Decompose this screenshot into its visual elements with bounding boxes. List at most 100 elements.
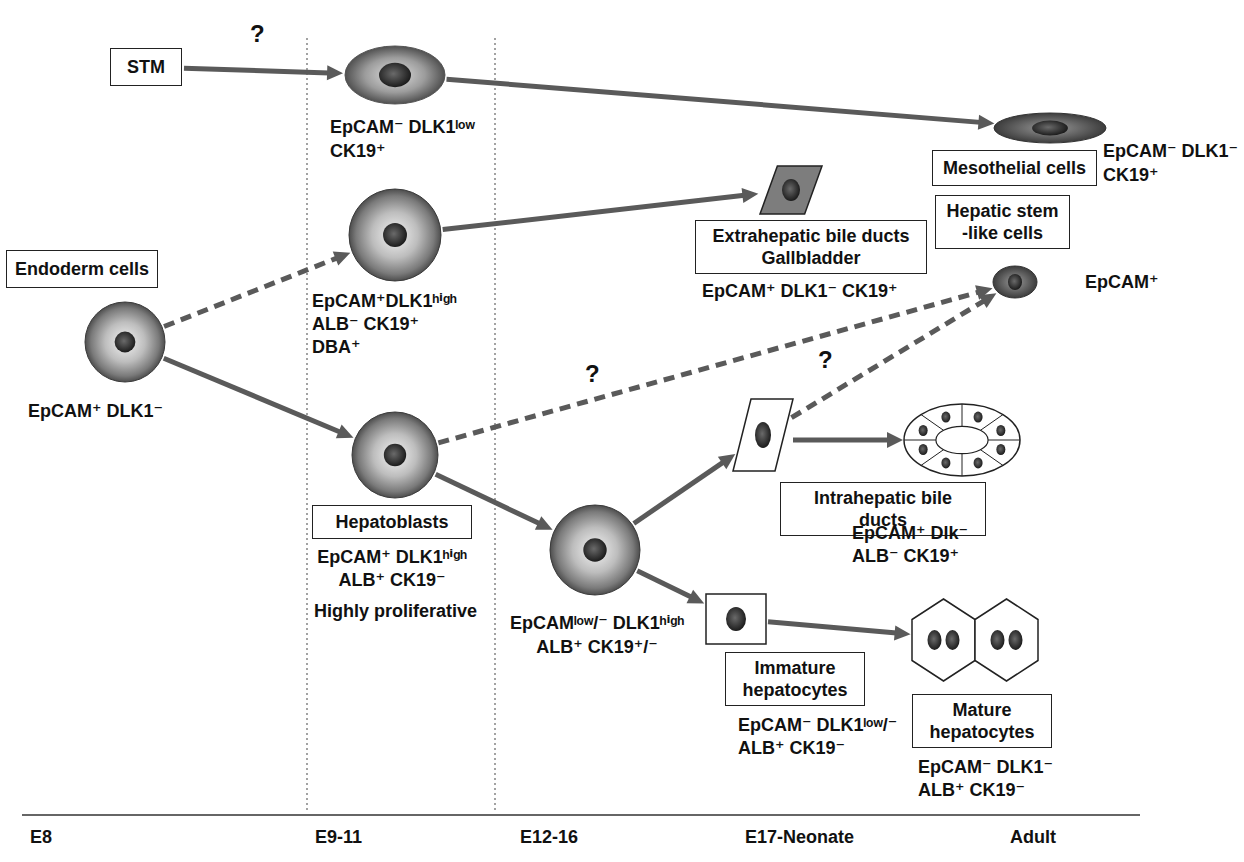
cell-nucleus [919,425,928,436]
stage-label: E9-11 [315,826,362,848]
cell-shape [342,43,448,107]
cell-drawing [85,302,165,382]
arrow-head [978,115,995,130]
cell-group: Immature hepatocytesEpCAM⁻ DLK1ˡᵒʷ/⁻ALB⁺… [703,591,897,759]
cell-nucleus [383,223,407,247]
arrow-head [979,293,997,308]
marker-text: ALB⁺ CK19⁻ [338,569,445,591]
label-box: Hepatoblasts [312,505,472,539]
duct-septum [962,454,963,476]
arrow-head [333,252,351,266]
cell-shape [901,401,1023,479]
stage-label: E12-16 [520,826,578,848]
arrow-line [634,462,724,524]
duct-septum [962,404,963,426]
label-box: Mature hepatocytes [912,694,1052,748]
cell-nucleus [996,425,1005,436]
cell-drawing [912,599,1038,681]
cell-shape [909,596,1041,684]
cell-nucleus [919,444,928,455]
cell-group: Hepatic stem -like cellsEpCAM⁺ [935,195,1159,301]
cell-nucleus [115,332,136,353]
timeline-axis [22,814,1140,816]
cell-group: EpCAM⁻ DLK1ˡᵒʷCK19⁺ [330,43,475,162]
label-box: Immature hepatocytes [725,652,865,706]
duct-septum [921,415,944,431]
stage-label: E8 [30,826,52,848]
cell-shape [990,263,1040,301]
marker-text: EpCAM⁻ DLK1⁻ [1103,140,1238,162]
marker-text: ALB⁺ CK19⁺/⁻ [536,636,658,658]
cell-label: Extrahepatic bile ducts Gallbladder [703,225,919,269]
cell-nucleus [974,457,983,468]
marker-text: CK19⁺ [1103,164,1159,186]
arrow-head [535,516,553,530]
cell-group: Endoderm cellsEpCAM⁺ DLK1⁻ [6,250,168,422]
label-box: Hepatic stem -like cells [935,195,1070,249]
stage-divider [306,38,307,812]
arrow-head [336,425,354,439]
cell-group: Intrahepatic bile ductsEpCAM⁺ Dlk⁻ALB⁻ C… [730,396,1023,567]
cell-label: STM [127,56,165,78]
cell-label: Hepatic stem -like cells [943,200,1062,244]
label-box: Endoderm cells [6,250,158,288]
label-box: Extrahepatic bile ducts Gallbladder [695,220,927,274]
arrow-line [791,301,984,418]
cell-body [550,505,640,595]
cell-group: Extrahepatic bile ducts GallbladderEpCAM… [695,163,927,302]
cell-shape [349,409,441,501]
marker-text: EpCAM⁻ DLK1ˡᵒʷ [330,116,475,138]
internal-arrow [793,438,889,443]
cell-group: Mature hepatocytesEpCAM⁻ DLK1⁻ALB⁺ CK19⁻ [909,596,1053,801]
cell-body [345,46,445,104]
cell-drawing [994,113,1106,143]
cell-nucleus [755,422,771,448]
arrow-connector [447,79,995,130]
cell-nucleus [928,630,942,650]
hepatocyte-body [975,599,1038,681]
marker-text: ALB⁻ CK19⁺ [312,313,419,335]
arrow-connector [768,622,911,641]
cell-body [352,412,438,498]
cell-drawing [550,505,640,595]
cell-nucleus [384,444,406,466]
cell-body [993,266,1037,298]
cell-nucleus [379,63,411,87]
cell-shape [547,502,643,598]
arrow-connector [184,65,343,80]
question-mark: ? [250,20,265,48]
stage-label: E17-Neonate [745,826,854,848]
arrow-head [887,432,903,448]
cell-group: Mesothelial cells EpCAM⁻ DLK1⁻CK19⁺ [932,110,1238,186]
cell-nucleus [991,630,1005,650]
cell-drawing [904,404,1020,476]
cell-shape [757,163,825,217]
label-node: STM [110,48,182,86]
cell-shape [703,591,769,647]
cell-nucleus [974,412,983,423]
cell-drawing [760,166,822,214]
marker-text: EpCAM⁺ DLK1⁻ CK19⁺ [702,280,898,302]
cell-nucleus [726,607,746,631]
stage-label: Adult [1010,826,1056,848]
marker-text: EpCAMˡᵒʷ/⁻ DLK1ʰⁱᵍʰ [510,612,684,634]
arrow-line [637,571,691,598]
hepatocyte-body [912,599,975,681]
arrow-connector [634,454,736,523]
cell-drawing [352,412,438,498]
duct-septum [988,440,1020,441]
arrow-head [894,625,911,640]
arrow-line [438,292,979,443]
cell-label: Mesothelial cells [943,157,1086,179]
arrow-connector [164,358,354,438]
cell-drawing [345,46,445,104]
cell-body [85,302,165,382]
marker-text: EpCAM⁺ DLK1⁻ [28,400,163,422]
cell-label: Mature hepatocytes [920,699,1044,743]
marker-text: EpCAM⁺DLK1ʰⁱᵍʰ [312,290,457,312]
cell-group: HepatoblastsEpCAM⁺ DLK1ʰⁱᵍʰALB⁺ CK19⁻Hig… [312,409,477,622]
marker-text: ALB⁺ CK19⁻ [918,779,1025,801]
marker-text: Highly proliferative [314,600,477,622]
marker-text: DBA⁺ [312,336,361,358]
